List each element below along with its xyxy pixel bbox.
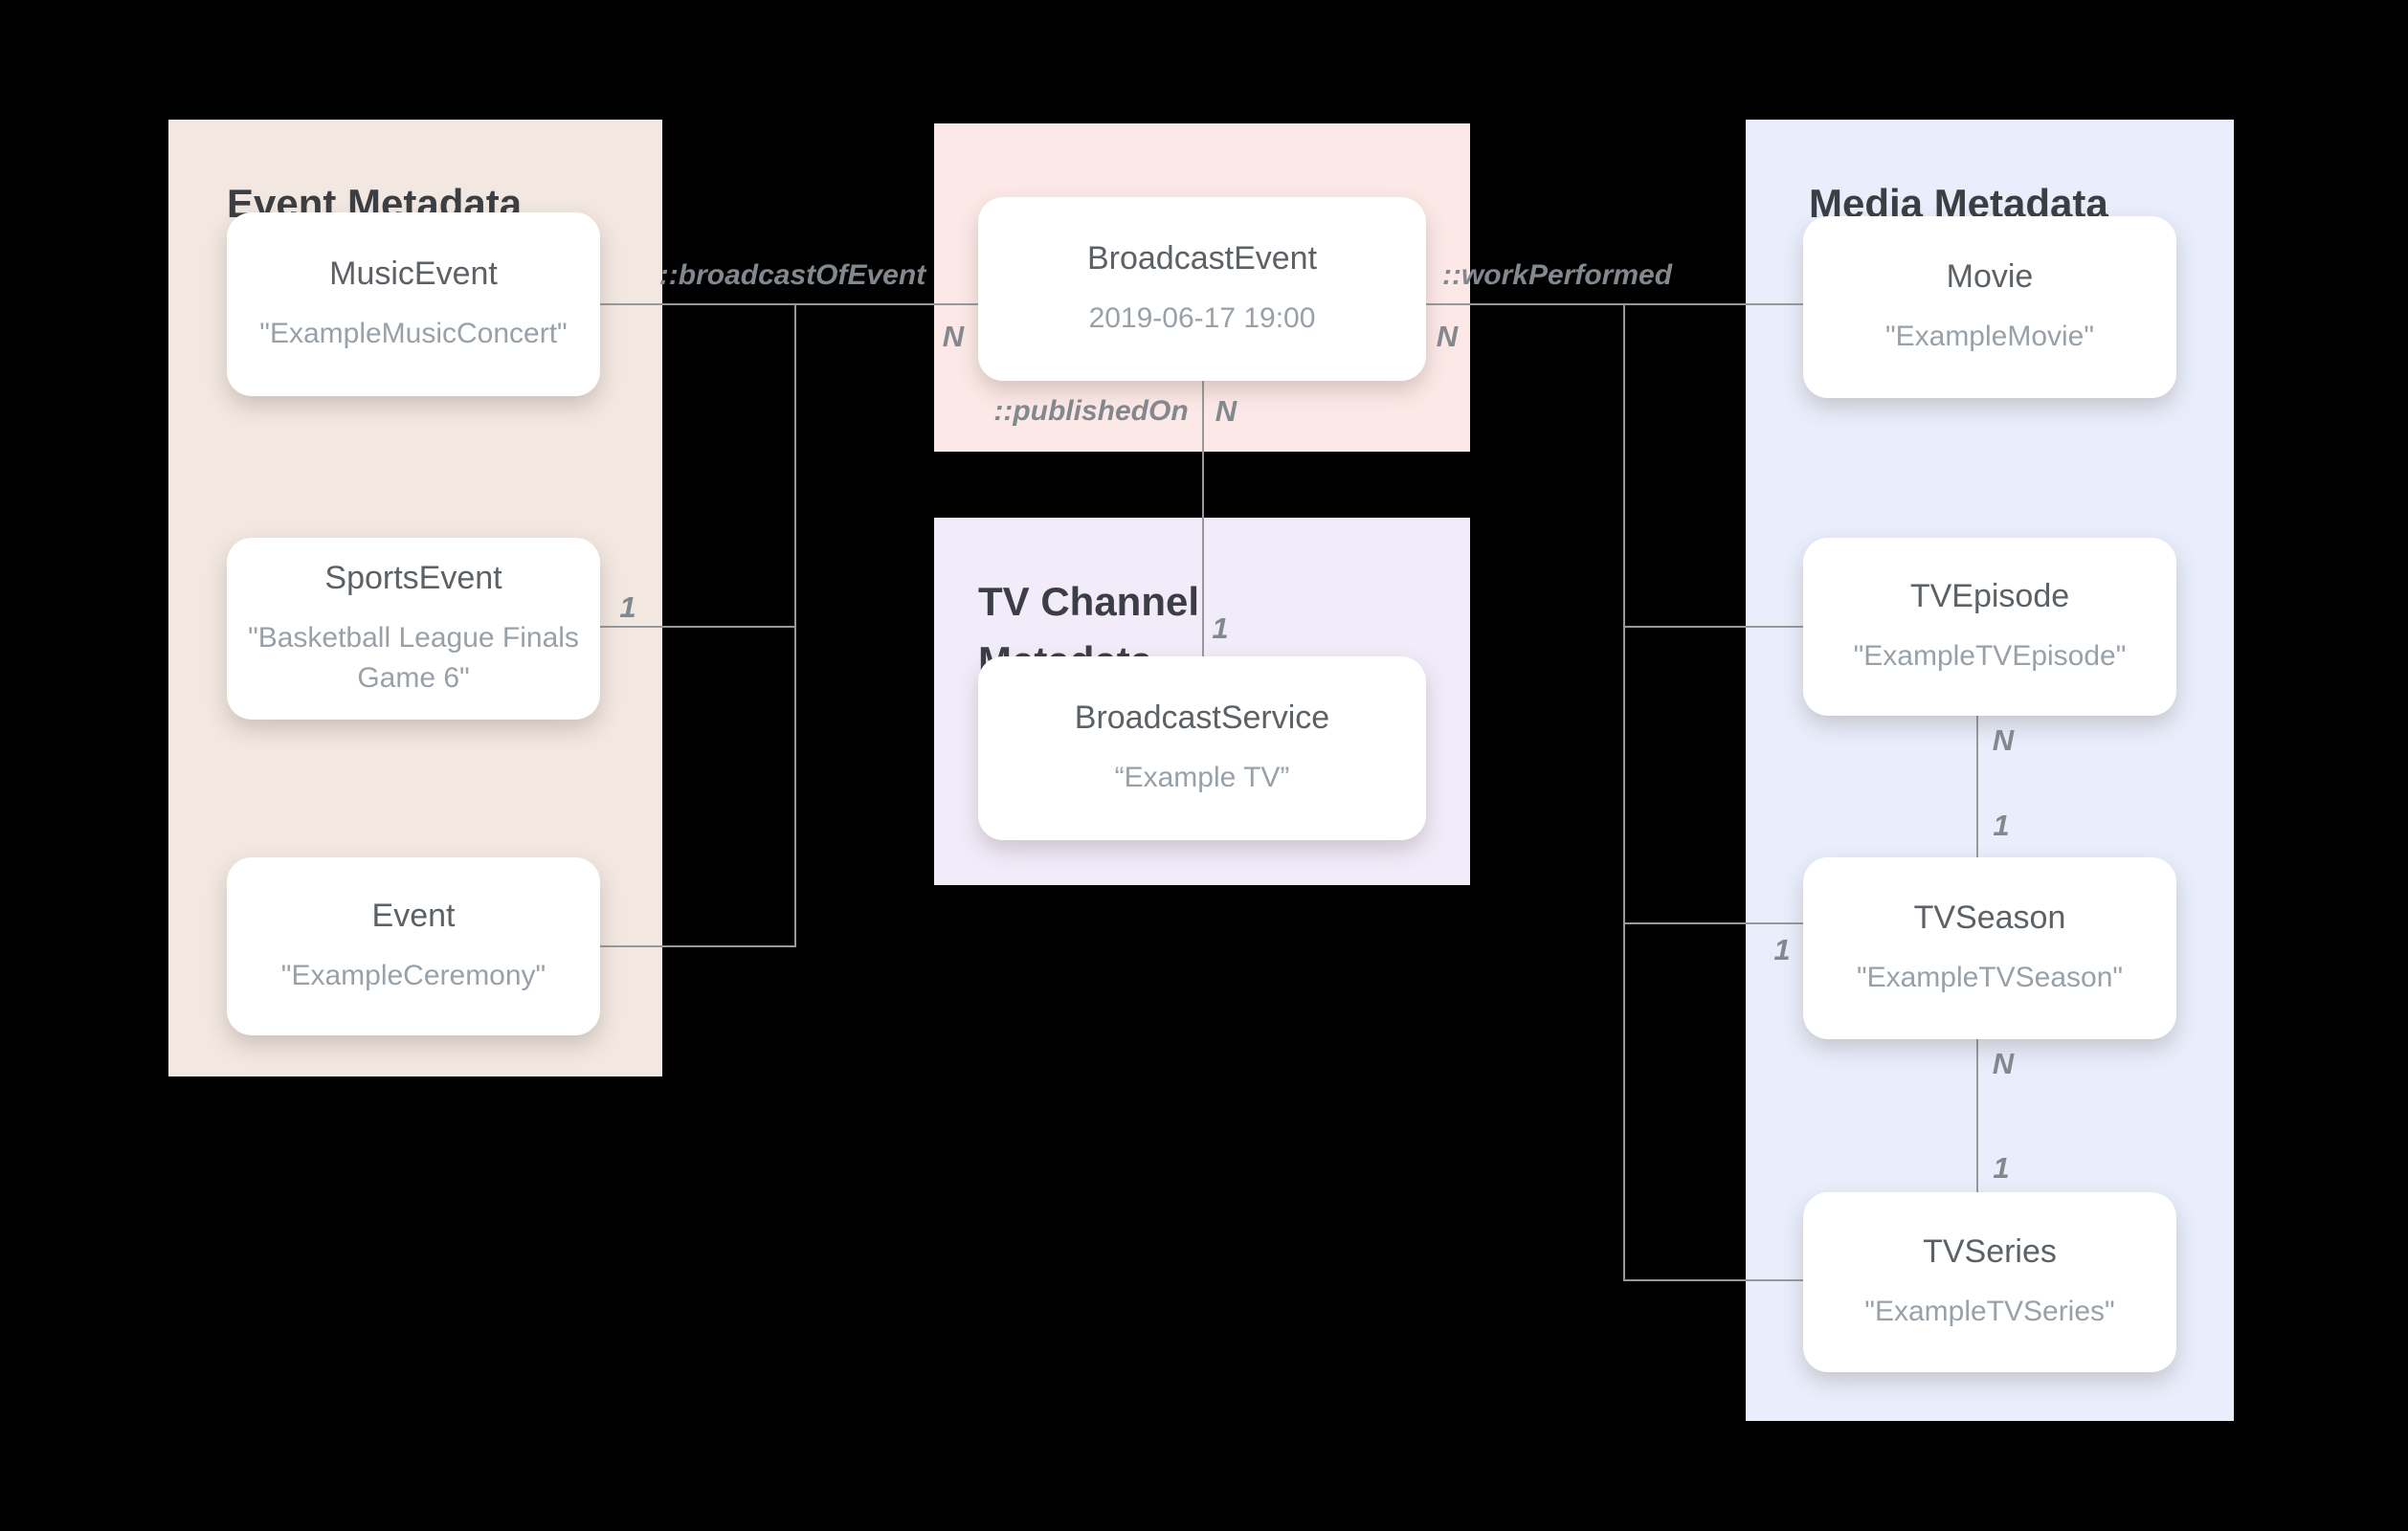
connector-event-bus-vertical bbox=[794, 303, 796, 947]
connector-event-bus bbox=[600, 945, 794, 947]
connector-bus-tvseries bbox=[1625, 1279, 1803, 1281]
connector-tvepisode-tvseason bbox=[1976, 716, 1978, 857]
connector-sportsevent-bus bbox=[600, 626, 794, 628]
connector-musicevent-broadcastevent bbox=[600, 303, 978, 305]
cardinality-season-series-n: N bbox=[1992, 1047, 2015, 1080]
node-event-value: "ExampleCeremony" bbox=[280, 959, 546, 991]
connector-tvseason-tvseries bbox=[1976, 1039, 1978, 1192]
cardinality-broadcast-of-event-one: 1 bbox=[619, 590, 636, 624]
node-tv-series-value: "ExampleTVSeries" bbox=[1864, 1295, 2115, 1327]
cardinality-published-on-one: 1 bbox=[1212, 611, 1229, 645]
edge-label-broadcast-of-event: ::broadcastOfEvent bbox=[658, 259, 926, 291]
node-tv-series-title: TVSeries bbox=[1923, 1232, 2057, 1270]
node-movie-value: "ExampleMovie" bbox=[1884, 320, 2095, 352]
node-event-title: Event bbox=[371, 897, 456, 934]
node-movie: Movie "ExampleMovie" bbox=[1803, 216, 2176, 398]
node-broadcast-event: BroadcastEvent 2019-06-17 19:00 bbox=[978, 197, 1426, 381]
connector-bus-tvepisode bbox=[1625, 626, 1803, 628]
cardinality-published-on-n: N bbox=[1215, 394, 1237, 428]
node-broadcast-event-title: BroadcastEvent bbox=[1086, 239, 1318, 277]
node-sports-event-value: "Basketball League Finals Game 6" bbox=[248, 621, 579, 694]
node-music-event: MusicEvent "ExampleMusicConcert" bbox=[227, 212, 600, 396]
node-tv-season-title: TVSeason bbox=[1913, 899, 2066, 936]
node-tv-episode: TVEpisode "ExampleTVEpisode" bbox=[1803, 538, 2176, 716]
node-music-event-value: "ExampleMusicConcert" bbox=[259, 317, 568, 349]
node-event: Event "ExampleCeremony" bbox=[227, 857, 600, 1035]
node-sports-event: SportsEvent "Basketball League Finals Ga… bbox=[227, 538, 600, 720]
node-broadcast-service-value: “Example TV” bbox=[1114, 761, 1290, 793]
connector-media-bus-vertical bbox=[1623, 303, 1625, 1281]
connector-publishedon-vertical bbox=[1202, 381, 1204, 656]
node-broadcast-event-value: 2019-06-17 19:00 bbox=[1088, 301, 1316, 334]
node-music-event-title: MusicEvent bbox=[329, 255, 498, 292]
cardinality-episode-season-one: 1 bbox=[1993, 809, 2010, 842]
cardinality-season-series-one: 1 bbox=[1993, 1151, 2010, 1185]
node-tv-series: TVSeries "ExampleTVSeries" bbox=[1803, 1192, 2176, 1372]
node-movie-title: Movie bbox=[1946, 257, 2034, 295]
node-tv-episode-title: TVEpisode bbox=[1909, 577, 2070, 614]
node-tv-season-value: "ExampleTVSeason" bbox=[1856, 961, 2124, 993]
cardinality-work-performed-n: N bbox=[1436, 320, 1459, 353]
node-tv-season: TVSeason "ExampleTVSeason" bbox=[1803, 857, 2176, 1039]
edge-label-published-on: ::publishedOn bbox=[993, 395, 1189, 427]
node-broadcast-service-title: BroadcastService bbox=[1074, 699, 1330, 736]
edge-label-work-performed: ::workPerformed bbox=[1441, 259, 1673, 291]
connector-bus-tvseason bbox=[1625, 922, 1803, 924]
connector-broadcastevent-movie bbox=[1426, 303, 1803, 305]
cardinality-work-performed-season-one: 1 bbox=[1773, 933, 1791, 966]
node-tv-episode-value: "ExampleTVEpisode" bbox=[1853, 639, 2127, 672]
node-sports-event-title: SportsEvent bbox=[324, 559, 502, 596]
cardinality-broadcast-of-event-n: N bbox=[942, 320, 965, 353]
cardinality-episode-season-n: N bbox=[1992, 723, 2015, 757]
node-broadcast-service: BroadcastService “Example TV” bbox=[978, 656, 1426, 840]
